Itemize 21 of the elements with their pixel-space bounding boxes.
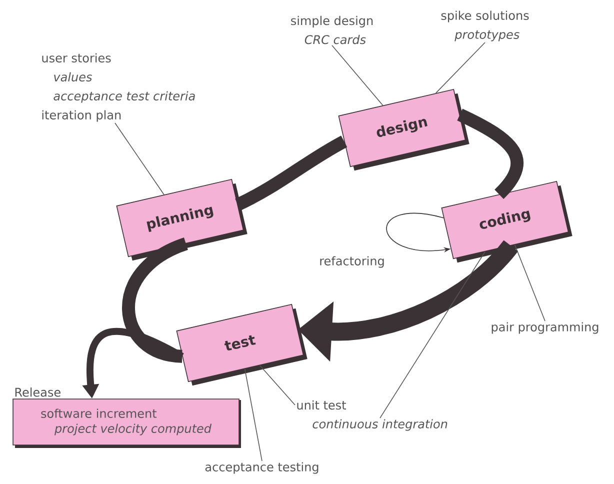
leader-line bbox=[114, 122, 164, 195]
stage-card: test bbox=[176, 304, 308, 386]
leader-line bbox=[260, 365, 296, 406]
callout-text: continuous integration bbox=[312, 419, 448, 431]
callout-text: user stories values acceptance test criteria iteration plan bbox=[42, 53, 195, 122]
leader-line bbox=[435, 42, 486, 94]
callout-text: pair programming bbox=[492, 322, 598, 334]
leader-line bbox=[514, 244, 546, 322]
callout-text: spike solutions prototypes bbox=[441, 10, 529, 42]
stage-card: coding bbox=[441, 180, 572, 263]
node-label: Release bbox=[15, 388, 60, 397]
callout-text: unit test bbox=[297, 400, 346, 410]
leader-line bbox=[332, 44, 384, 106]
cycle-band bbox=[235, 136, 348, 210]
callout-text: acceptance testing bbox=[205, 462, 318, 474]
leader-line bbox=[380, 251, 486, 418]
release-box: Release software increment project velocity computed bbox=[12, 388, 241, 448]
edge-label: refactoring bbox=[320, 256, 384, 268]
callout-text: simple design CRC cards bbox=[291, 16, 373, 44]
leader-line bbox=[244, 368, 262, 462]
cycle-band bbox=[122, 238, 188, 363]
